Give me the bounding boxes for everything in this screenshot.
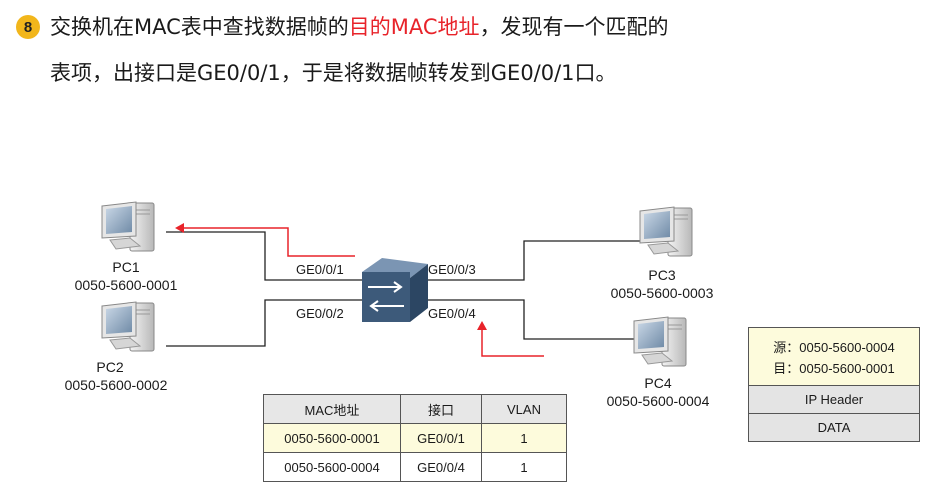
heading-line-1: 交换机在MAC表中查找数据帧的目的MAC地址，发现有一个匹配的 (50, 15, 669, 39)
step-number-badge: 8 (16, 15, 40, 39)
frame-data: DATA (749, 413, 919, 441)
data-frame-box: 源：0050-5600-0004 目：0050-5600-0001 IP Hea… (748, 327, 920, 442)
pc4-name: PC4 (644, 375, 672, 391)
port-label-ge002: GE0/0/2 (296, 306, 344, 321)
pc4-computer-icon (633, 316, 687, 367)
link-pc3-switch (424, 240, 640, 281)
cell-mac: 0050-5600-0001 (263, 423, 401, 453)
switch-icon (362, 258, 428, 322)
flow-arrow-in-ge004 (481, 328, 544, 357)
highlight-dest-mac: 目的MAC地址 (348, 15, 480, 39)
link-pc1-switch (166, 231, 364, 281)
pc1-computer-icon (101, 201, 155, 252)
port-label-ge003: GE0/0/3 (428, 262, 476, 277)
frame-dest-mac: 目：0050-5600-0001 (773, 361, 895, 376)
col-header-vlan: VLAN (481, 394, 567, 424)
link-pc2-switch (166, 299, 364, 347)
pc2-mac: 0050-5600-0002 (64, 377, 168, 393)
frame-address-section: 源：0050-5600-0004 目：0050-5600-0001 (749, 328, 919, 386)
table-row-matched: 0050-5600-0001 GE0/0/1 1 (263, 423, 567, 453)
pc1-mac: 0050-5600-0001 (74, 277, 178, 293)
flow-arrowhead-out (175, 223, 184, 233)
cell-vlan: 1 (481, 452, 567, 482)
cell-mac: 0050-5600-0004 (263, 452, 401, 482)
col-header-port: 接口 (400, 394, 482, 424)
cell-port: GE0/0/1 (400, 423, 482, 453)
pc3-mac: 0050-5600-0003 (610, 285, 714, 301)
pc3-computer-icon (639, 206, 693, 257)
mac-address-table: MAC地址 接口 VLAN 0050-5600-0001 GE0/0/1 1 0… (263, 394, 567, 482)
table-header-row: MAC地址 接口 VLAN (263, 394, 567, 424)
pc2-name: PC2 (96, 359, 124, 375)
port-label-ge001: GE0/0/1 (296, 262, 344, 277)
pc3-name: PC3 (648, 267, 676, 283)
pc4-mac: 0050-5600-0004 (606, 393, 710, 409)
flow-arrow-out-ge001 (182, 227, 355, 257)
frame-source-mac: 源：0050-5600-0004 (773, 340, 895, 355)
pc2-computer-icon (101, 301, 155, 352)
cell-port: GE0/0/4 (400, 452, 482, 482)
frame-ip-header: IP Header (749, 386, 919, 413)
col-header-mac: MAC地址 (263, 394, 401, 424)
heading-line-2: 表项，出接口是GE0/0/1，于是将数据帧转发到GE0/0/1口。 (50, 61, 617, 85)
port-label-ge004: GE0/0/4 (428, 306, 476, 321)
link-pc4-switch (424, 299, 640, 340)
flow-arrowhead-in (477, 321, 487, 330)
table-row: 0050-5600-0004 GE0/0/4 1 (263, 452, 567, 482)
pc1-name: PC1 (112, 259, 140, 275)
cell-vlan: 1 (481, 423, 567, 453)
